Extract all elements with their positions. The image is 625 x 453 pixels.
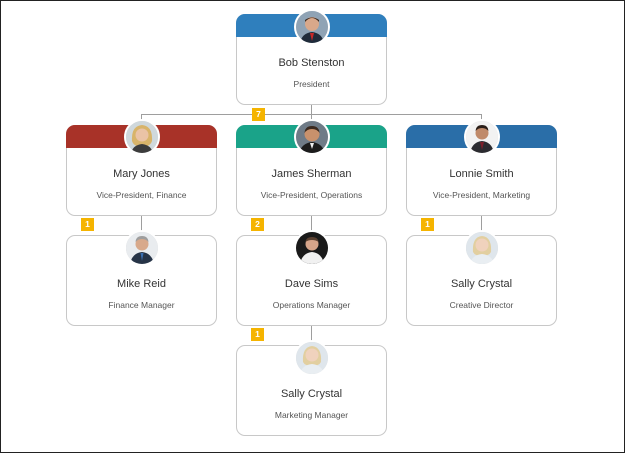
avatar bbox=[293, 119, 330, 155]
node-marketing-vp[interactable]: Lonnie Smith Vice-President, Marketing bbox=[406, 119, 557, 216]
avatar bbox=[293, 9, 330, 45]
avatar bbox=[293, 340, 330, 376]
node-name: Bob Stenston bbox=[278, 57, 345, 69]
subordinate-count-badge[interactable]: 1 bbox=[81, 218, 94, 231]
connector-operations-manager bbox=[311, 214, 312, 236]
avatar bbox=[463, 119, 500, 155]
subordinate-count-badge[interactable]: 7 bbox=[252, 108, 265, 121]
node-operations-vp[interactable]: James Sherman Vice-President, Operations bbox=[236, 119, 387, 216]
avatar bbox=[293, 230, 330, 266]
node-title: Finance Manager bbox=[108, 300, 175, 310]
node-title: President bbox=[293, 79, 330, 89]
node-title: Operations Manager bbox=[272, 300, 351, 310]
node-title: Vice-President, Marketing bbox=[432, 190, 531, 200]
node-name: Sally Crystal bbox=[450, 278, 513, 290]
connector-finance-manager bbox=[141, 214, 142, 236]
node-name: Dave Sims bbox=[284, 278, 339, 290]
avatar bbox=[123, 230, 160, 266]
node-creative-director[interactable]: Sally Crystal Creative Director bbox=[406, 230, 557, 326]
connector-president-down bbox=[311, 104, 312, 114]
node-title: Vice-President, Operations bbox=[260, 190, 363, 200]
node-marketing-manager[interactable]: Sally Crystal Marketing Manager bbox=[236, 340, 387, 436]
avatar bbox=[463, 230, 500, 266]
node-name: Mike Reid bbox=[117, 278, 166, 290]
node-title: Creative Director bbox=[449, 300, 514, 310]
node-name: Sally Crystal bbox=[280, 388, 343, 400]
node-finance-manager[interactable]: Mike Reid Finance Manager bbox=[66, 230, 217, 326]
node-title: Marketing Manager bbox=[274, 410, 349, 420]
subordinate-count-badge[interactable]: 1 bbox=[421, 218, 434, 231]
subordinate-count-badge[interactable]: 2 bbox=[251, 218, 264, 231]
node-name: Lonnie Smith bbox=[449, 168, 514, 180]
avatar bbox=[123, 119, 160, 155]
node-president[interactable]: Bob Stenston President bbox=[236, 9, 387, 105]
connector-marketing-manager bbox=[311, 326, 312, 346]
node-name: Mary Jones bbox=[113, 168, 170, 180]
node-title: Vice-President, Finance bbox=[96, 190, 187, 200]
node-finance-vp[interactable]: Mary Jones Vice-President, Finance bbox=[66, 119, 217, 216]
node-operations-manager[interactable]: Dave Sims Operations Manager bbox=[236, 230, 387, 326]
node-name: James Sherman bbox=[271, 168, 352, 180]
connector-creative-director bbox=[481, 214, 482, 236]
subordinate-count-badge[interactable]: 1 bbox=[251, 328, 264, 341]
